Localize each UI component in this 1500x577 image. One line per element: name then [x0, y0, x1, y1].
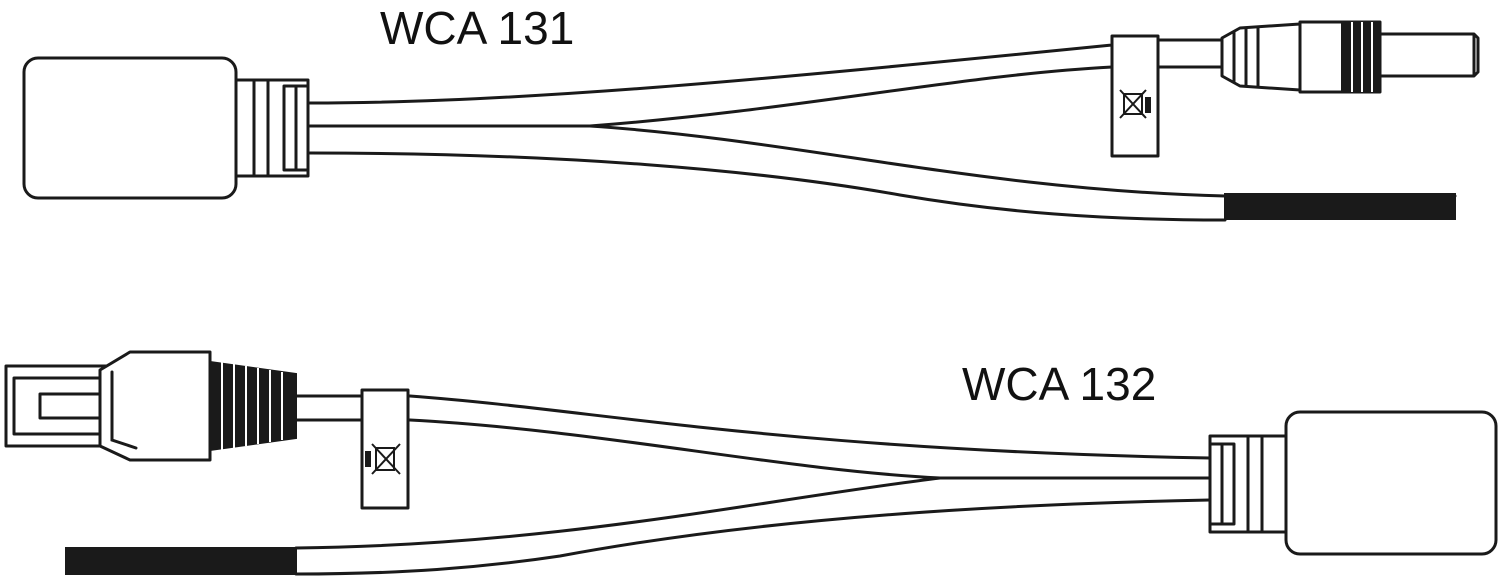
wca-132-cable-tag: [360, 388, 410, 510]
recycle-bin-crossed-icon: [365, 443, 401, 475]
wca-132-wires: [294, 394, 1212, 576]
cable-wca-131: WCA 131: [22, 2, 1480, 222]
recycle-bin-crossed-icon: [1119, 89, 1151, 119]
label-wca-132: WCA 132: [962, 358, 1156, 410]
wca-131-stripped-end: [1224, 193, 1456, 220]
wca-131-dc-plug-icon: [1220, 20, 1480, 94]
cable-wca-132: WCA 132: [4, 350, 1498, 576]
wca-132-rj45-socket-icon: [1208, 410, 1498, 556]
wca-132-rj45-plug-icon: [4, 350, 297, 462]
wca-131-wires: [308, 38, 1457, 222]
wca-131-cable-tag: [1110, 34, 1160, 158]
wca-132-stripped-end: [65, 547, 297, 575]
wca-131-rj45-socket-icon: [22, 56, 310, 200]
label-wca-131: WCA 131: [380, 2, 574, 54]
